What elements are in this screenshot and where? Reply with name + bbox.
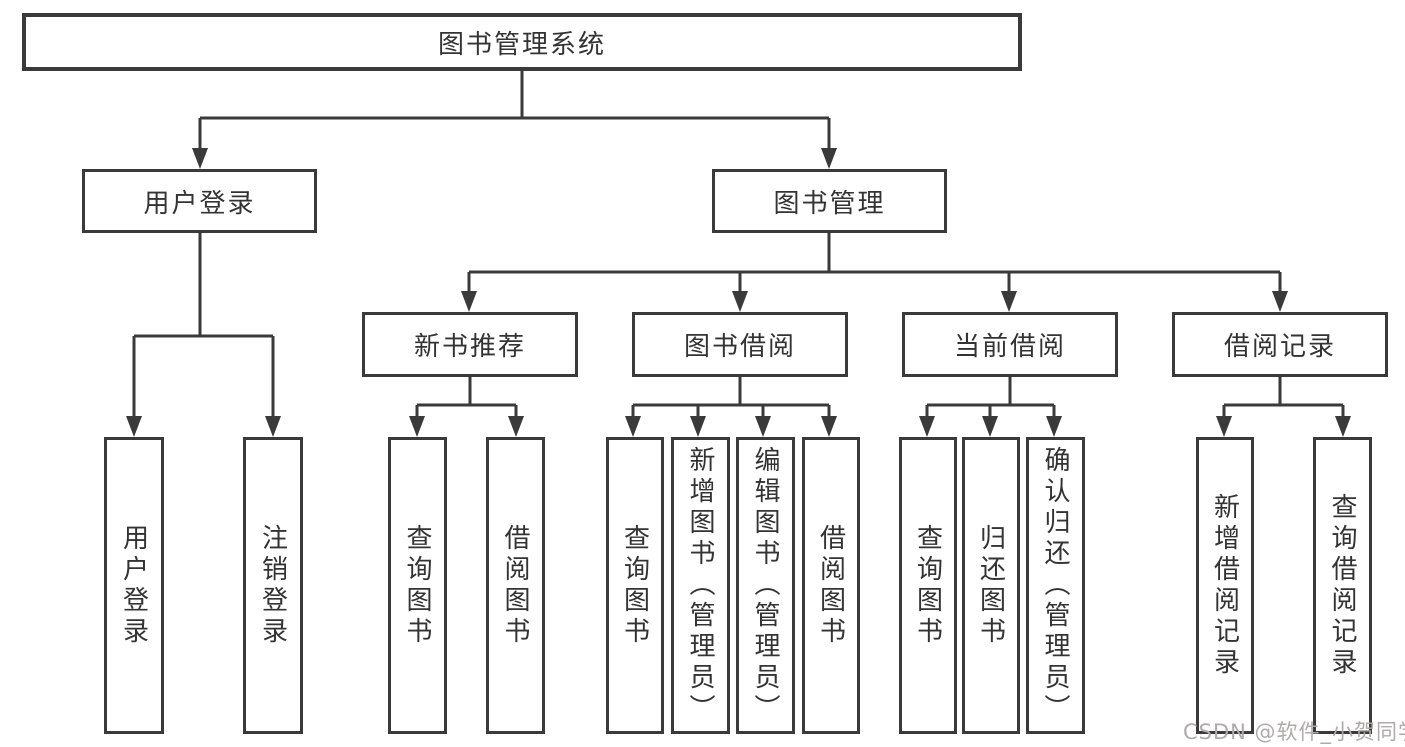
node-borrow-records: 借阅记录 <box>1172 312 1388 377</box>
node-borrow-records-label: 借阅记录 <box>1223 332 1336 362</box>
node-book-management-label: 图书管理 <box>773 188 886 219</box>
leaf-rec-query-record-label: 查询借阅记录 <box>1327 492 1357 679</box>
leaf-bw-edit-books-admin: 编辑图书（管理员） <box>736 437 795 734</box>
node-book-borrow: 图书借阅 <box>632 312 848 377</box>
connector-borrow-to-leaves <box>625 377 837 437</box>
node-book-borrow-label: 图书借阅 <box>683 332 796 362</box>
leaf-bw-query-books: 查询图书 <box>606 437 664 734</box>
leaf-bw-edit-books-admin-label: 编辑图书（管理员） <box>750 446 780 725</box>
connector-root-to-branches <box>192 71 837 169</box>
leaf-logout-label: 注销登录 <box>257 523 288 648</box>
node-book-management: 图书管理 <box>712 169 947 233</box>
leaf-cur-return-books-label: 归还图书 <box>975 523 1006 648</box>
leaf-user-login-label: 用户登录 <box>118 523 149 648</box>
connector-user-login-to-leaves <box>126 233 281 437</box>
watermark: CSDN @软件_小贺同学 <box>1183 720 1405 744</box>
node-current-borrow: 当前借阅 <box>902 312 1118 377</box>
leaf-rec-query-record: 查询借阅记录 <box>1313 437 1372 734</box>
leaf-cur-query-books: 查询图书 <box>899 437 957 734</box>
leaf-nb-borrow-books: 借阅图书 <box>486 437 545 734</box>
leaf-nb-query-books: 查询图书 <box>388 437 447 734</box>
node-new-book-recommend-label: 新书推荐 <box>413 332 526 362</box>
leaf-bw-borrow-books: 借阅图书 <box>802 437 860 734</box>
leaf-cur-confirm-return-admin-label: 确认归还（管理员） <box>1040 446 1070 725</box>
node-new-book-recommend: 新书推荐 <box>362 312 578 377</box>
leaf-cur-query-books-label: 查询图书 <box>912 523 943 648</box>
connector-book-mgmt-to-groups <box>461 233 1288 312</box>
leaf-user-login: 用户登录 <box>104 437 164 734</box>
leaf-nb-query-books-label: 查询图书 <box>402 523 432 648</box>
leaf-logout: 注销登录 <box>243 437 303 734</box>
leaf-bw-add-books-admin: 新增图书（管理员） <box>671 437 730 734</box>
leaf-cur-return-books: 归还图书 <box>962 437 1020 734</box>
connector-records-to-leaves <box>1216 377 1351 437</box>
connector-new-books-to-leaves <box>409 377 524 437</box>
node-current-borrow-label: 当前借阅 <box>953 332 1066 362</box>
node-library-system-label: 图书管理系统 <box>437 29 606 60</box>
leaf-rec-add-record: 新增借阅记录 <box>1196 437 1254 734</box>
leaf-rec-add-record-label: 新增借阅记录 <box>1209 492 1240 679</box>
leaf-nb-borrow-books-label: 借阅图书 <box>500 523 530 648</box>
leaf-bw-borrow-books-label: 借阅图书 <box>815 523 846 648</box>
node-user-login: 用户登录 <box>82 169 317 233</box>
node-user-login-label: 用户登录 <box>143 188 256 219</box>
node-library-system: 图书管理系统 <box>22 13 1022 71</box>
leaf-cur-confirm-return-admin: 确认归还（管理员） <box>1026 437 1085 734</box>
connector-current-to-leaves <box>919 377 1062 437</box>
leaf-bw-query-books-label: 查询图书 <box>619 523 650 648</box>
leaf-bw-add-books-admin-label: 新增图书（管理员） <box>685 446 715 725</box>
